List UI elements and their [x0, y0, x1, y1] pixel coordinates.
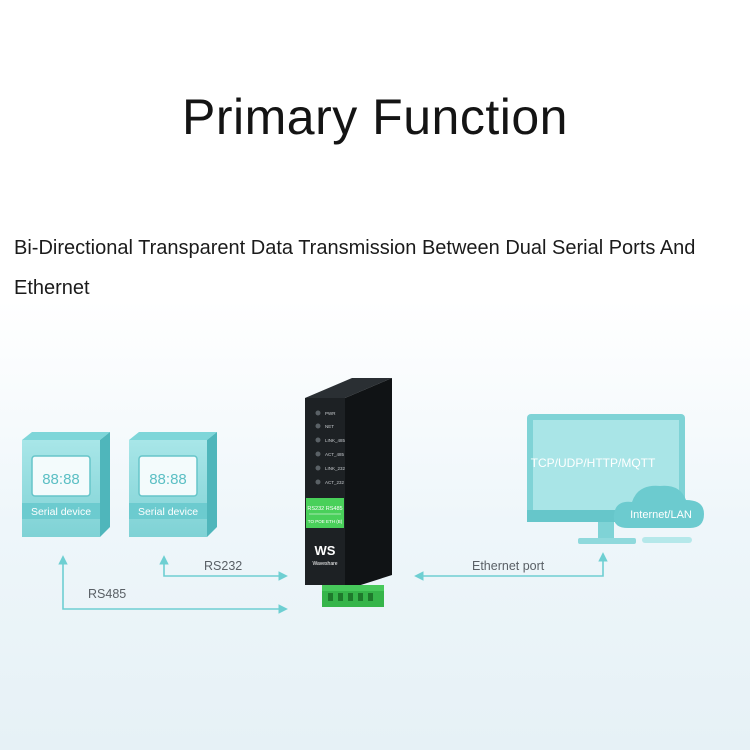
gateway-model-sub: TO POE ETH (B)	[308, 519, 343, 524]
led-link-232-label: LINK_232	[325, 466, 346, 471]
serial-device-2-label: Serial device	[138, 506, 198, 518]
led-act-232: ACT_232	[315, 479, 345, 485]
rs485-connection: RS485	[58, 555, 288, 614]
rs485-label: RS485	[88, 587, 126, 601]
cloud: Internet/LAN	[613, 485, 704, 528]
brand-label: Waveshare	[312, 561, 337, 567]
led-link-485: LINK_485	[315, 437, 346, 443]
led-link-232: LINK_232	[315, 465, 346, 471]
page-subtitle: Bi-Directional Transparent Data Transmis…	[14, 237, 696, 299]
cloud-label: Internet/LAN	[630, 509, 692, 521]
ethernet-label: Ethernet port	[472, 559, 545, 573]
page-title: Primary Function	[182, 89, 568, 145]
serial-device-1-label: Serial device	[31, 506, 91, 518]
gateway-device: PWR NET LINK_485 ACT_485 LINK_232 ACT_23…	[305, 378, 392, 607]
led-link-485-label: LINK_485	[325, 438, 346, 443]
serial-device-1-display: 88:88	[42, 471, 80, 488]
serial-device-2: 88:88 Serial device	[129, 432, 217, 537]
led-pwr-label: PWR	[325, 411, 336, 416]
ethernet-connection: Ethernet port	[414, 552, 608, 581]
led-net-label: NET	[325, 424, 334, 429]
serial-device-1: 88:88 Serial device	[22, 432, 110, 537]
rs232-connection: RS232	[159, 555, 288, 581]
serial-device-2-display: 88:88	[149, 471, 187, 488]
led-act-485: ACT_485	[315, 451, 345, 457]
waveshare-logo: WS	[315, 543, 336, 558]
led-act-485-label: ACT_485	[325, 452, 345, 457]
led-net: NET	[315, 423, 334, 429]
rs232-label: RS232	[204, 559, 242, 573]
led-act-232-label: ACT_232	[325, 480, 345, 485]
terminal-block	[322, 585, 384, 607]
led-pwr: PWR	[315, 410, 336, 416]
gateway-model-label: RS232 RS485	[307, 506, 342, 512]
computer-screen-text: TCP/UDP/HTTP/MQTT	[531, 456, 656, 470]
